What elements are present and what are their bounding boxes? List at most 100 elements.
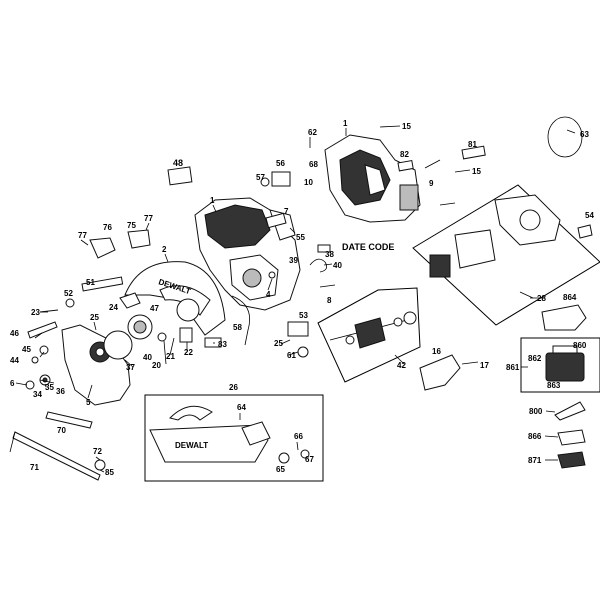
callout-81: 81 [468,140,477,149]
callout-26: 26 [229,383,238,392]
callout-38: 38 [325,250,334,259]
brush-7-part [265,212,287,229]
label-48-part [167,166,193,186]
blade-clamp-parts [25,314,153,390]
battery-pack-864-part [541,304,587,331]
callout-15a: 15 [402,122,411,131]
callout-24: 24 [109,303,118,312]
upper-blade-guard-part: DEWALT [124,261,226,336]
bearing-56-part [271,171,291,187]
switch-75-part [127,229,151,249]
callout-63: 63 [580,130,589,139]
callout-52: 52 [64,289,73,298]
callout-64: 64 [237,403,246,412]
callout-75: 75 [127,221,136,230]
armature-part [329,311,417,349]
cord-63-part [547,116,583,158]
callout-4: 4 [266,290,271,299]
callout-54: 54 [585,211,594,220]
callout-76: 76 [103,223,112,232]
callout-21: 21 [166,352,175,361]
dewalt-base-logo: DEWALT [175,441,208,450]
battery-assembly-box [520,337,600,393]
callout-46: 46 [10,329,19,338]
callout-862: 862 [528,354,542,363]
callout-15b: 15 [472,167,481,176]
callout-40a: 40 [333,261,342,270]
callout-85: 85 [105,468,114,477]
charger-cord-800-part [554,401,586,421]
callout-1a: 1 [343,119,348,128]
screw-6-part [439,202,456,206]
bracket-54-part [577,224,593,239]
battery-862-part [545,352,585,382]
bushing-22-part [179,327,193,343]
callout-65: 65 [276,465,285,474]
screw-17-part [461,361,479,365]
callout-55: 55 [296,233,305,242]
callout-77b: 77 [144,214,153,223]
callout-16: 16 [432,347,441,356]
callout-25a: 25 [90,313,99,322]
switch-53-part [287,321,309,337]
callout-860: 860 [573,341,587,350]
callout-68: 68 [309,160,318,169]
callout-72: 72 [93,447,102,456]
callout-5: 5 [86,398,91,407]
callout-20: 20 [152,361,161,370]
leader-lines [15,128,576,473]
screw-9-part [424,159,441,169]
spindle-part [81,276,124,292]
callout-8: 8 [327,296,332,305]
callout-57: 57 [256,173,265,182]
handle-16-part [419,354,461,391]
callout-34: 34 [33,390,42,399]
callout-800: 800 [529,407,543,416]
callout-866: 866 [528,432,542,441]
lever-46-part [27,321,58,339]
callout-7: 7 [284,207,289,216]
callout-9: 9 [429,179,434,188]
callout-10: 10 [304,178,313,187]
rip-fence-part [12,431,101,481]
nut-20-part [157,332,167,342]
callout-62: 62 [308,128,317,137]
callout-39: 39 [289,256,298,265]
label-83-part [204,337,222,348]
callout-1b: 1 [210,196,215,205]
battery-cap-860-part [552,345,578,354]
motor-assembly-box [412,184,600,326]
shoe-assembly-box [144,394,324,482]
motor-housing-part [324,134,421,223]
motor-field-part [429,194,561,278]
callout-35: 35 [45,383,54,392]
callout-70: 70 [57,426,66,435]
callout-61: 61 [287,351,296,360]
washer-61-part [297,346,309,358]
switch-76-part [89,237,116,259]
callout-42: 42 [397,361,406,370]
pin-8-part [319,284,336,288]
screw-15b-part [454,169,471,173]
callout-71: 71 [30,463,39,472]
callout-6: 6 [10,379,15,388]
bracket-38-part [317,244,331,253]
screw-15a-part [379,125,401,128]
callout-28: 28 [537,294,546,303]
callout-77a: 77 [78,231,87,240]
label-81-part [461,145,486,160]
callout-labels: 1 1 2 4 5 6 7 8 9 10 15 15 16 17 20 21 2… [10,119,594,477]
callout-58: 58 [233,323,242,332]
shoe-base-part: DEWALT [149,405,310,464]
callout-66: 66 [294,432,303,441]
callout-40b: 40 [143,353,152,362]
callout-44: 44 [10,356,19,365]
callout-2: 2 [162,245,167,254]
part-866 [557,429,586,446]
wire-58-part [231,295,251,346]
callout-82: 82 [400,150,409,159]
spring-39-part [309,258,328,273]
callout-25b: 25 [274,339,283,348]
lower-blade-guard-part [61,324,133,406]
